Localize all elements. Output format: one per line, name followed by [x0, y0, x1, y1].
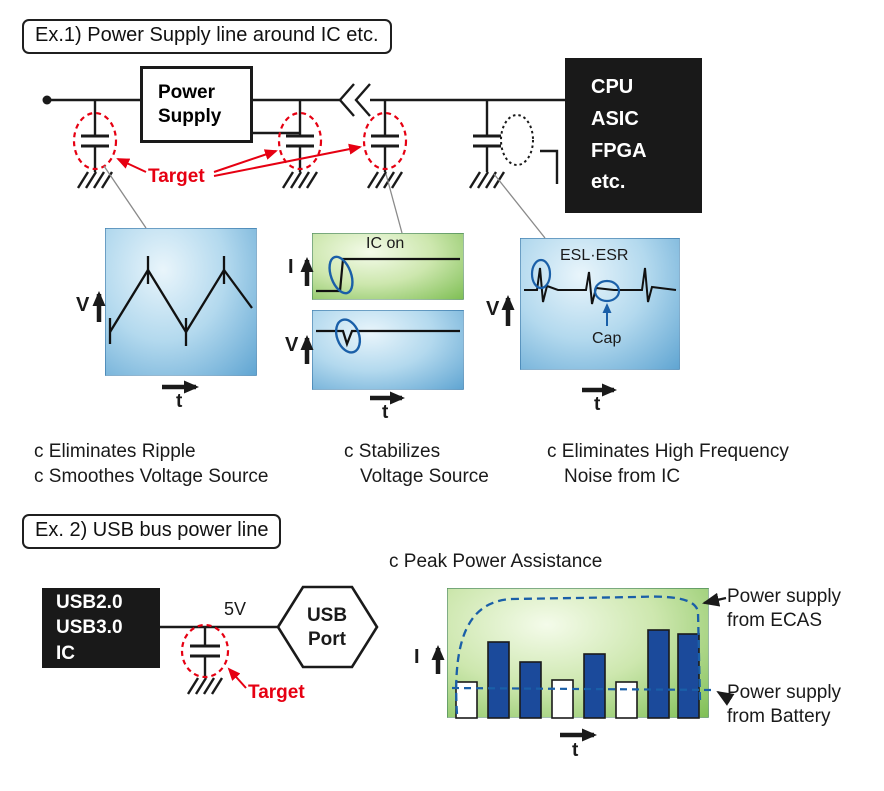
caption-eliminates-ripple: c Eliminates Ripple [34, 441, 196, 462]
peak-t-axis-label: t [572, 740, 579, 761]
ecas-envelope-dashed [455, 595, 702, 715]
target-label-ex2: Target [248, 682, 305, 703]
power-supply-box: Power Supply [140, 66, 253, 143]
fpga-label: FPGA [591, 139, 647, 162]
current-step-waveform [316, 255, 460, 295]
usb3-label: USB3.0 [56, 617, 123, 639]
target-label-ex1: Target [148, 166, 205, 187]
line-break-icon [338, 83, 371, 117]
capacitor-4 [468, 100, 506, 189]
current-i-axis-label: I [288, 256, 294, 278]
ex2-title: Ex. 2) USB bus power line [22, 514, 282, 549]
capacitor-2 [281, 100, 319, 189]
noise-v-axis-label: V [486, 298, 500, 320]
peak-i-axis-label: I [414, 646, 420, 668]
cpu-asic-fpga-box: CPU ASIC FPGA etc. [565, 58, 702, 213]
caption-stabilizes: c Stabilizes [344, 441, 441, 462]
battery-label-line1: Power supply [727, 682, 842, 703]
ic-pin-bracket [540, 149, 559, 184]
ex1-title: Ex.1) Power Supply line around IC etc. [22, 19, 392, 54]
leader-lines [103, 165, 546, 239]
power-supply-label-line2: Supply [158, 105, 222, 127]
noise-waveform [524, 258, 677, 326]
noise-graph-background [520, 238, 680, 370]
power-supply-from-ecas-label: Power supply from ECAS [727, 585, 841, 634]
asic-label: ASIC [591, 107, 639, 130]
target-ellipses [72, 111, 408, 171]
axis-arrows-ex1 [92, 257, 617, 405]
usb-port-hexagon [276, 585, 379, 669]
cpu-label: CPU [591, 76, 634, 99]
capacitor-usb [186, 627, 224, 695]
ecas-label-line1: Power supply [727, 586, 842, 607]
usb-ic-box: USB2.0 USB3.0 IC [42, 588, 160, 668]
caption-voltage-source: Voltage Source [360, 466, 489, 487]
usb2-label: USB2.0 [56, 592, 123, 614]
battery-level-dashed [451, 686, 716, 692]
main-power-line [42, 95, 565, 135]
power-supply-from-battery-label: Power supply from Battery [727, 681, 841, 730]
ripple-v-axis-label: V [76, 294, 90, 316]
target-arrow-usb [227, 667, 247, 689]
five-volt-label: 5V [224, 599, 247, 619]
ic-label: IC [56, 642, 75, 664]
etc-label: etc. [591, 171, 626, 194]
voltage-v-axis-label: V [285, 334, 299, 356]
caption-eliminates-high-frequency: c Eliminates High Frequency [547, 441, 789, 462]
current-loop-icon [500, 114, 534, 166]
usb-port-label: USB Port [292, 604, 362, 653]
ic-on-label: IC on [366, 235, 405, 252]
axis-arrows-ex2 [431, 645, 597, 742]
caption-smoothes-voltage: c Smoothes Voltage Source [34, 466, 269, 487]
ecas-label-arrow [702, 592, 727, 607]
middle-t-axis-label: t [382, 402, 389, 423]
capacitor-1 [76, 100, 114, 189]
capacitor-3 [366, 100, 404, 189]
peak-power-caption: c Peak Power Assistance [389, 551, 603, 572]
ripple-waveform [108, 256, 253, 346]
target-ellipse-usb [180, 623, 230, 679]
peak-power-bars [455, 629, 700, 719]
voltage-dip-waveform [316, 318, 460, 354]
battery-label-arrow [716, 690, 735, 706]
ripple-t-axis-label: t [176, 391, 183, 412]
power-supply-label-line1: Power [158, 81, 216, 103]
usb-port-line2: Port [308, 629, 346, 651]
target-arrows [116, 143, 362, 177]
usb-port-line1: USB [306, 605, 348, 626]
cap-label: Cap [592, 330, 622, 347]
caption-noise-from-ic: Noise from IC [564, 466, 681, 487]
battery-label-line2: from Battery [727, 706, 831, 728]
noise-t-axis-label: t [594, 394, 601, 415]
esl-esr-label: ESL·ESR [560, 247, 629, 264]
ecas-label-line2: from ECAS [727, 610, 823, 632]
ripple-graph-background [105, 228, 257, 376]
